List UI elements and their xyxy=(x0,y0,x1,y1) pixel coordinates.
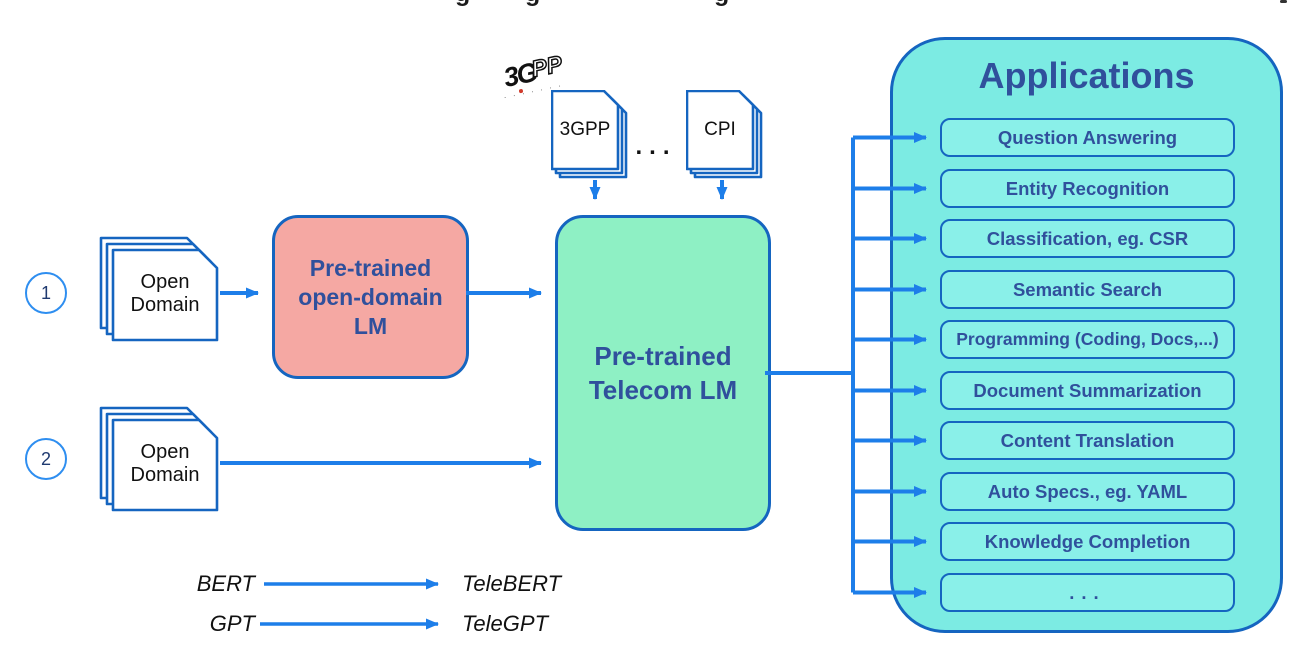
app-item-entity-recognition: Entity Recognition xyxy=(940,169,1235,208)
app-item-programming: Programming (Coding, Docs,...) xyxy=(940,320,1235,359)
step-1-badge: 1 xyxy=(25,272,67,314)
open-domain-doc-2-label: Open Domain xyxy=(130,441,200,486)
legend-bert-label: BERT xyxy=(196,571,255,596)
step-2-badge: 2 xyxy=(25,438,67,480)
3gpp-doc-stack xyxy=(551,90,628,179)
open-domain-doc-stack-1 xyxy=(99,236,219,342)
app-item-knowledge-completion: Knowledge Completion xyxy=(940,522,1235,561)
legend-gpt-label: GPT xyxy=(209,611,255,636)
step-2-number: 2 xyxy=(40,448,51,469)
cpi-doc-label: CPI xyxy=(704,119,736,140)
open-domain-lm-box: Pre-trained open-domain LM xyxy=(272,215,469,379)
telecom-lm-box: Pre-trained Telecom LM xyxy=(555,215,771,531)
cpi-doc-stack xyxy=(686,90,763,179)
app-item-classification: Classification, eg. CSR xyxy=(940,219,1235,258)
cropped-title-fragment: g xyxy=(525,0,541,7)
app-item-semantic-search: Semantic Search xyxy=(940,270,1235,309)
legend-telegpt-label: TeleGPT xyxy=(462,611,549,636)
app-item-more: ... xyxy=(940,573,1235,612)
app-item-content-translation: Content Translation xyxy=(940,421,1235,460)
step-1-number: 1 xyxy=(40,282,51,303)
applications-title: Applications xyxy=(978,55,1195,96)
open-domain-doc-stack-2 xyxy=(99,406,219,512)
app-item-question-answering: Question Answering xyxy=(940,118,1235,157)
cropped-title-fragment: g xyxy=(714,0,730,7)
app-item-document-summarization: Document Summarization xyxy=(940,371,1235,410)
app-item-auto-specs: Auto Specs., eg. YAML xyxy=(940,472,1235,511)
cropped-title-fragment: g xyxy=(455,0,471,7)
corpora-ellipsis: ... xyxy=(635,133,677,160)
3gpp-doc-label: 3GPP xyxy=(559,119,611,140)
legend-telebert-label: TeleBERT xyxy=(462,571,562,596)
open-domain-doc-1-label: Open Domain xyxy=(130,271,200,316)
cropped-title-fragment xyxy=(1280,0,1287,3)
